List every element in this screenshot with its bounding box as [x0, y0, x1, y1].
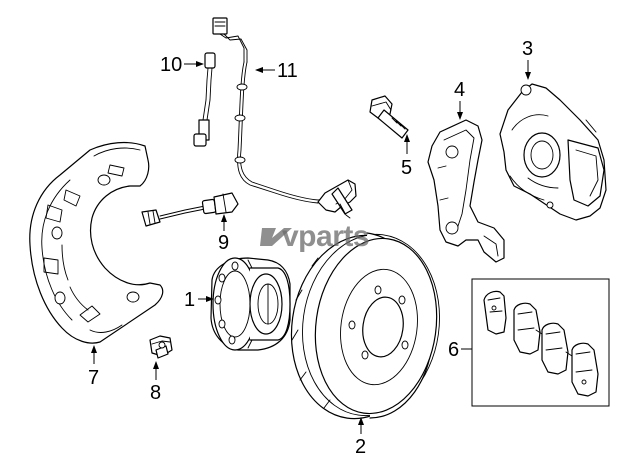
- brake-pad-set: [471, 278, 610, 407]
- callout-2: 2: [355, 417, 366, 458]
- callout-label-3: 3: [522, 38, 533, 60]
- watermark-text: vparts: [282, 220, 369, 253]
- caliper-bracket: [427, 119, 505, 263]
- callout-7: 7: [88, 345, 99, 389]
- brake-caliper: [499, 83, 607, 221]
- callout-label-4: 4: [454, 79, 465, 101]
- callout-5: 5: [401, 134, 412, 179]
- callout-label-10: 10: [160, 54, 182, 76]
- callout-label-5: 5: [401, 157, 412, 179]
- abs-sensor-harness: [212, 17, 357, 219]
- wear-sensor: [193, 52, 216, 147]
- vparts-logo-mark: [260, 228, 292, 246]
- callout-10: 10: [160, 54, 204, 76]
- callout-label-9: 9: [218, 232, 229, 254]
- callout-3: 3: [522, 38, 533, 80]
- callout-label-11: 11: [277, 60, 298, 82]
- hub-bearing: [210, 257, 291, 351]
- abs-wheel-sensor: [141, 192, 239, 227]
- dust-shield: [29, 141, 164, 344]
- callout-8: 8: [150, 361, 161, 404]
- callout-label-8: 8: [150, 382, 161, 404]
- callout-9: 9: [218, 214, 229, 254]
- callout-label-7: 7: [88, 367, 99, 389]
- callout-6: 6: [448, 339, 472, 361]
- caliper-bolt: [369, 95, 409, 139]
- callout-11: 11: [255, 60, 298, 82]
- callout-1: 1: [184, 289, 214, 311]
- callout-label-6: 6: [448, 339, 459, 361]
- callout-4: 4: [454, 79, 465, 120]
- brake-rotor: [290, 232, 440, 420]
- vparts-watermark: vparts: [260, 220, 370, 253]
- callout-label-2: 2: [355, 436, 366, 458]
- shield-bolt: [149, 335, 173, 359]
- callout-label-1: 1: [184, 289, 195, 311]
